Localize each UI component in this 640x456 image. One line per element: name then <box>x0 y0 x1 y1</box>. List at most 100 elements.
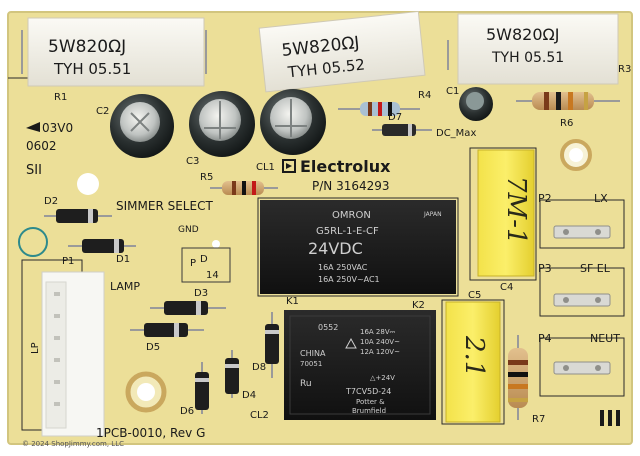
diode-d2 <box>44 209 112 223</box>
refdes-r7: R7 <box>532 414 545 425</box>
capacitor-c3 <box>189 91 255 157</box>
neut-label: NEUT <box>590 332 620 345</box>
capacitor-c5: 2.1 <box>445 301 501 423</box>
diode-d3 <box>150 301 226 315</box>
stamp-line1: P <box>190 258 196 269</box>
copyright-watermark: © 2024 ShopJimmy.com, LLC <box>22 440 124 448</box>
resistor-r4 <box>338 102 420 116</box>
resistor-r5 <box>210 181 278 195</box>
refdes-d6: D6 <box>180 406 194 417</box>
relay-k2: 0552 CHINA 70051 16A 28V⎓ 10A 240V~ 12A … <box>284 310 436 420</box>
refdes-r5: R5 <box>200 172 213 183</box>
mounting-hole-bottom-inner <box>137 383 155 401</box>
relay-k2-code: 70051 <box>300 360 322 368</box>
resistor-r3-value: 5W820ΩJ <box>486 25 559 44</box>
relay-k1: OMRON JAPAN G5RL-1-E-CF 24VDC 16A 250VAC… <box>260 200 456 294</box>
refdes-c1: C1 <box>446 86 459 97</box>
refdes-d2: D2 <box>44 196 58 207</box>
diode-d4 <box>225 350 239 398</box>
refdes-d4: D4 <box>242 390 256 401</box>
relay-k2-warning-icon <box>345 337 357 349</box>
inspection-stamp: P D 14 <box>181 247 231 283</box>
refdes-r1: R1 <box>54 92 67 103</box>
stamp-line2: D <box>200 254 208 265</box>
relay-k2-model: T7CV5D-24 <box>345 387 391 396</box>
resistor-r6 <box>516 92 620 110</box>
diode-d6 <box>195 362 209 414</box>
part-number: P/N 3164293 <box>312 179 390 193</box>
refdes-p4: P4 <box>538 332 552 345</box>
sf-el-label: SF EL <box>580 262 611 275</box>
resistor-r7 <box>508 335 528 420</box>
resistor-r3-code: TYH 05.51 <box>491 50 564 66</box>
refdes-p3: P3 <box>538 262 552 275</box>
silk-outlines <box>8 77 625 431</box>
power-resistor-r3: 5W820ΩJ TYH 05.51 <box>447 13 619 85</box>
gnd-label: GND <box>178 225 199 235</box>
resistor-r1-code: TYH 05.51 <box>53 60 131 78</box>
pcb-edge <box>7 11 633 445</box>
refdes-d7: D7 <box>388 112 402 123</box>
relay-k1-brand: OMRON <box>332 210 371 221</box>
relay-k1-voltage: 24VDC <box>308 239 363 258</box>
manufacturer-logo-icon <box>26 122 40 132</box>
diode-d7 <box>372 124 432 136</box>
refdes-c3: C3 <box>186 156 199 167</box>
refdes-c5: C5 <box>468 290 481 301</box>
relay-k2-rating3: 12A 120V~ <box>360 348 400 356</box>
spade-terminal-p2 <box>553 225 611 239</box>
electrolux-logo-icon <box>282 159 296 173</box>
relay-k2-rating2: 10A 240V~ <box>360 338 400 346</box>
mounting-hole-top-inner <box>569 148 583 162</box>
relay-k2-cert: Ru <box>300 379 312 389</box>
lx-label: LX <box>594 192 608 205</box>
capacitor-c2 <box>110 94 174 158</box>
relay-k1-model: G5RL-1-E-CF <box>316 226 379 237</box>
refdes-c2: C2 <box>96 106 109 117</box>
relay-k2-maker1: Potter & <box>356 398 385 406</box>
refdes-r3: R3 <box>618 64 631 75</box>
spade-terminal-p3 <box>553 293 611 307</box>
refdes-r6: R6 <box>560 118 573 129</box>
refdes-cl1: CL1 <box>256 162 275 173</box>
refdes-p1: P1 <box>62 256 74 267</box>
relay-k1-rating1: 16A 250VAC <box>318 263 368 272</box>
power-resistor-r1: 5W820ΩJ TYH 05.51 <box>21 17 207 87</box>
capacitor-c4: 7M-1 <box>477 149 535 277</box>
capacitor-cl1 <box>260 89 326 155</box>
relay-k2-lot: 0552 <box>318 323 338 332</box>
refdes-p2: P2 <box>538 192 552 205</box>
lp-label: LP <box>30 342 41 354</box>
diode-d8 <box>265 312 279 378</box>
refdes-c4: C4 <box>500 282 513 293</box>
relay-k2-coil: △+24V <box>370 374 395 382</box>
refdes-d3: D3 <box>194 288 208 299</box>
stamp-line3: 14 <box>206 270 219 281</box>
simmer-select-label: SIMMER SELECT <box>116 199 213 213</box>
code-0602: 0602 <box>26 139 57 153</box>
refdes-cl2: CL2 <box>250 410 269 421</box>
lamp-label: LAMP <box>110 280 140 293</box>
mounting-hole-left <box>77 173 99 195</box>
relay-k2-origin: CHINA <box>300 349 326 358</box>
relay-k1-origin: JAPAN <box>423 211 442 218</box>
refdes-d5: D5 <box>146 342 160 353</box>
edge-slots <box>600 410 620 426</box>
relay-k2-maker2: Brumfield <box>352 407 386 415</box>
refdes-d8: D8 <box>252 362 266 373</box>
handwriting-c4: 7M-1 <box>501 176 531 245</box>
spade-terminal-p4 <box>553 361 611 375</box>
refdes-d1: D1 <box>116 254 130 265</box>
refdes-k2: K2 <box>412 300 425 311</box>
brand-name: Electrolux <box>300 157 391 176</box>
relay-k1-rating2: 16A 250V~AC1 <box>318 275 380 284</box>
refdes-k1: K1 <box>286 296 299 307</box>
pcb-rev-label: 1PCB-0010, Rev G <box>96 426 205 440</box>
refdes-r4: R4 <box>418 90 431 101</box>
handwriting-c5: 2.1 <box>459 335 489 377</box>
resistor-r1-value: 5W820ΩJ <box>48 37 126 57</box>
diode-d1 <box>68 239 136 253</box>
relay-k2-rating1: 16A 28V⎓ <box>360 328 396 336</box>
